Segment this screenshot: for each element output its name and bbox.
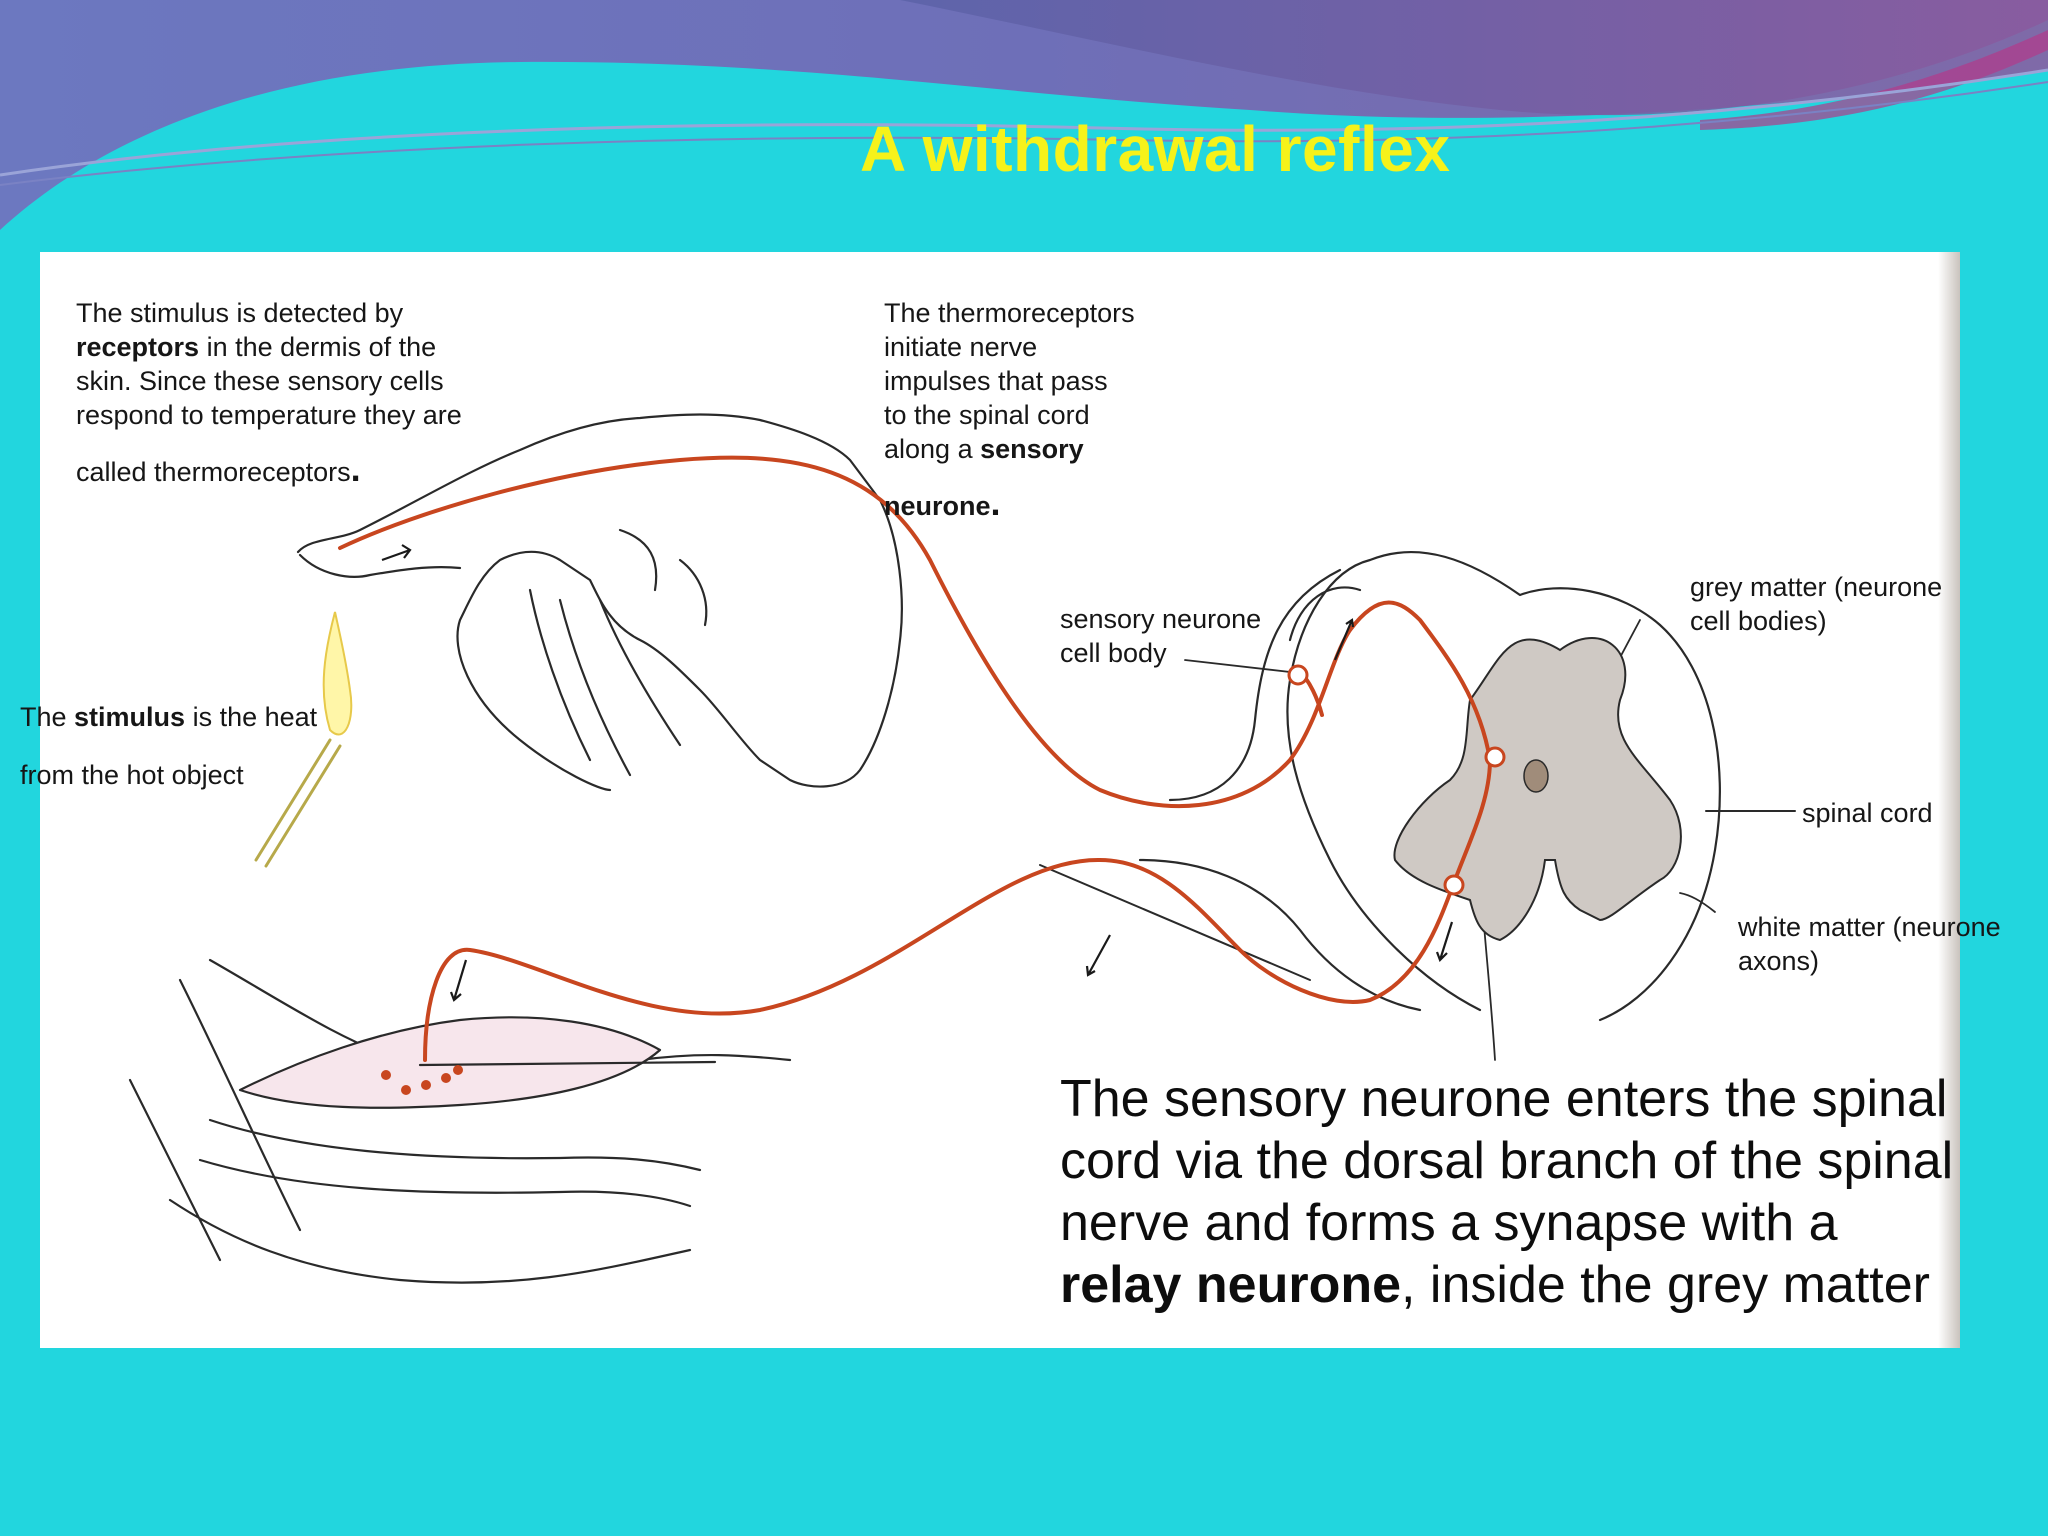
knuckle-2: [678, 558, 708, 627]
label-line: impulses that pass: [884, 366, 1108, 396]
label-line: cell bodies): [1690, 606, 1827, 636]
caption-line: relay neurone, inside the grey matter: [1060, 1254, 1953, 1316]
label-line: initiate nerve: [884, 332, 1038, 362]
label-line: The stimulus is detected by: [76, 298, 404, 328]
caption-line: cord via the dorsal branch of the spinal: [1060, 1132, 1954, 1190]
motor-end-plate: [401, 1085, 411, 1095]
wave-line-1: [0, 68, 2048, 177]
label-line: cell body: [1060, 638, 1167, 668]
label-bold: receptors: [76, 332, 200, 362]
label-line: grey matter (neurone: [1690, 572, 1943, 602]
label-line: neurone.: [884, 485, 1135, 523]
spinal-cord-outline: [1286, 551, 1721, 1022]
relay-cell-body: [1484, 746, 1506, 768]
motor-end-plate: [421, 1080, 431, 1090]
label-white-matter: white matter (neurone axons): [1738, 910, 2001, 978]
hand-outline: [296, 413, 903, 792]
impulse-arrow-icon: [1333, 618, 1355, 661]
label-text: is the heat: [185, 702, 318, 732]
label-line: skin. Since these sensory cells: [76, 366, 444, 396]
label-bold: sensory: [980, 434, 1084, 464]
motor-end-plate: [381, 1070, 391, 1080]
label-bold: neurone: [884, 491, 991, 521]
sensory-cell-body: [1287, 664, 1309, 686]
pointer-cell-body: [1184, 659, 1291, 673]
root-outline-1: [1288, 586, 1362, 642]
motor-neurone: [423, 857, 1457, 1062]
label-stimulus: The stimulus is the heat from the hot ob…: [20, 700, 317, 792]
motor-end-plate: [441, 1073, 451, 1083]
impulse-arrow-icon: [1085, 934, 1111, 977]
central-canal: [1523, 759, 1549, 793]
motor-cell-body: [1443, 874, 1465, 896]
impulse-arrow-icon: [1435, 921, 1454, 962]
label-line: from the hot object: [20, 760, 244, 790]
caption-line: The sensory neurone enters the spinal: [1060, 1070, 1948, 1128]
label-line: axons): [1738, 946, 1820, 976]
panel-edge-shadow: [1938, 252, 1960, 1348]
label-period: .: [990, 482, 1001, 523]
label-line: to the spinal cord: [884, 400, 1090, 430]
impulse-arrow-icon: [381, 544, 412, 562]
arm-bone: [198, 1118, 702, 1208]
label-grey-matter: grey matter (neurone cell bodies): [1690, 570, 1942, 638]
label-line: called thermoreceptors.: [76, 451, 462, 489]
label-line: sensory neurone: [1060, 604, 1262, 634]
spinal-nerve-ventral: [1138, 858, 1422, 1012]
background-waves: [0, 0, 2048, 230]
pointer-white-matter: [1039, 864, 1311, 981]
caption-bold: relay neurone: [1060, 1256, 1402, 1314]
arm-tendon: [418, 1060, 717, 1067]
pointer-white-matter-2: [1679, 892, 1716, 913]
label-thermoreceptors: The thermoreceptors initiate nerve impul…: [884, 296, 1135, 523]
label-text: called thermoreceptors: [76, 457, 351, 487]
caption: The sensory neurone enters the spinal co…: [1060, 1068, 1953, 1316]
label-line: receptors in the dermis of the: [76, 330, 462, 364]
arm-lower: [128, 1078, 692, 1284]
label-line: The stimulus is the heat: [20, 700, 317, 734]
spinal-nerve-dorsal: [1168, 568, 1342, 802]
label-text: in the dermis of the: [199, 332, 437, 362]
flame: [322, 611, 353, 736]
impulse-arrow-icon: [449, 959, 468, 1002]
label-text: The: [20, 702, 75, 732]
wave-line-2: [0, 81, 2048, 186]
wave-right: [900, 0, 2048, 116]
motor-end-plate: [453, 1065, 463, 1075]
label-receptors: The stimulus is detected by receptors in…: [76, 296, 462, 489]
finger-3: [558, 598, 632, 777]
label-line: The thermoreceptors: [884, 298, 1135, 328]
label-period: .: [350, 448, 361, 489]
finger-2: [528, 588, 592, 762]
caption-line: nerve and forms a synapse with a: [1060, 1194, 1838, 1252]
arm-muscle: [238, 1016, 662, 1109]
label-text: along a: [884, 434, 981, 464]
match-stick: [254, 738, 342, 868]
sensory-neurone: [338, 455, 1492, 809]
label-spinal-cord: spinal cord: [1802, 798, 1933, 828]
label-bold: stimulus: [74, 702, 186, 732]
label-line: white matter (neurone: [1738, 912, 2001, 942]
label-line: along a sensory: [884, 432, 1135, 466]
caption-text: , inside the grey matter: [1401, 1256, 1930, 1314]
knuckle-1: [618, 528, 658, 592]
thumb-outline: [298, 553, 462, 578]
page-title: A withdrawal reflex: [860, 113, 1451, 185]
label-line: respond to temperature they are: [76, 400, 462, 430]
relay-neurone: [1453, 758, 1492, 882]
finger-4: [598, 598, 682, 747]
label-cell-body: sensory neurone cell body: [1060, 602, 1261, 670]
